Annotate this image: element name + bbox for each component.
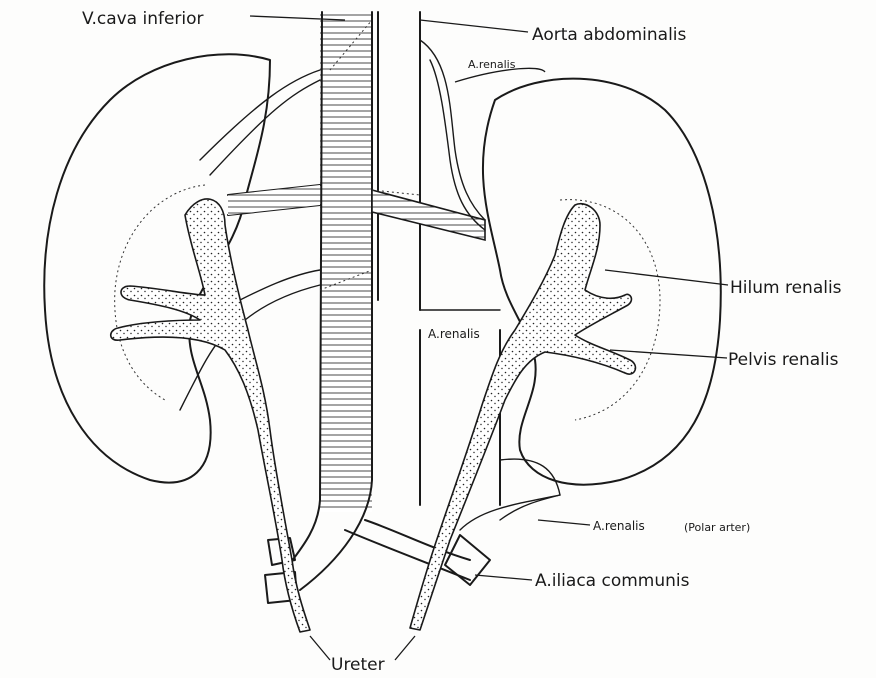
leader-aorta [420,20,528,32]
label-a-iliaca-communis: A.iliaca communis [535,571,690,591]
leader-hilum [605,270,728,285]
vena-cava-outline-left [285,12,322,570]
right-upper-renal-artery-2 [430,60,485,230]
leader-ureter-left [310,636,330,660]
label-v-cava-inferior: V.cava inferior [82,9,204,29]
left-renal-vein-upper-2 [210,80,320,175]
leader-pelvis [610,350,727,358]
left-renal-artery [240,270,320,300]
right-polar-artery [500,459,560,520]
left-renal-vein [228,185,320,215]
label-a-renalis-upper: A.renalis [468,58,516,71]
vena-cava-body [320,12,372,512]
leader-ureter-right [395,636,415,660]
left-kidney-outline [44,54,270,482]
label-a-renalis-middle: A.renalis [428,327,480,341]
right-kidney-outline [483,79,721,485]
left-renal-pelvis [111,199,310,632]
label-polar-arter: (Polar arter) [684,521,750,534]
right-renal-pelvis [410,204,635,630]
leader-a-renalis-polar [538,520,590,525]
label-aorta-abdominalis: Aorta abdominalis [532,25,687,45]
label-hilum-renalis: Hilum renalis [730,278,842,298]
label-a-renalis-polar: A.renalis [593,519,645,533]
left-renal-artery-2 [245,285,320,320]
leader-iliaca [475,575,532,580]
label-ureter: Ureter [331,655,385,675]
label-pelvis-renalis: Pelvis renalis [728,350,839,370]
